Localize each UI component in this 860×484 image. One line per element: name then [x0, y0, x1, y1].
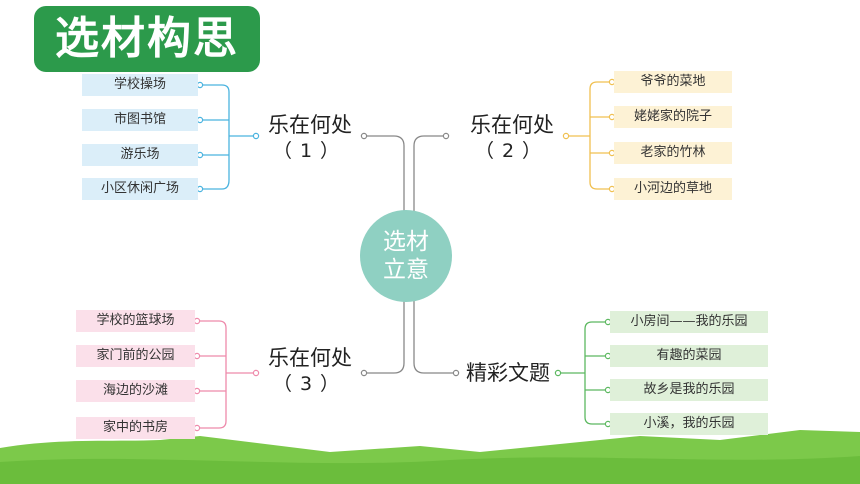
branch-1-label: 乐在何处 （1）	[258, 112, 362, 164]
center-line-1: 选材	[383, 229, 429, 255]
branch-3-number: （3）	[272, 373, 348, 395]
leaf-b3-1: 学校的篮球场	[76, 310, 195, 332]
center-node: 选材 立意	[360, 210, 452, 302]
leaf-b2-1: 爷爷的菜地	[614, 71, 732, 93]
leaf-b3-2: 家门前的公园	[76, 345, 195, 367]
leaf-b4-2: 有趣的菜园	[610, 345, 768, 367]
leaf-b4-4: 小溪，我的乐园	[610, 413, 768, 435]
leaf-b1-2: 市图书馆	[82, 109, 198, 131]
leaf-b4-3: 故乡是我的乐园	[610, 379, 768, 401]
branch-4-label: 精彩文题	[458, 360, 558, 386]
leaf-b2-4: 小河边的草地	[614, 178, 732, 200]
branch-2-connectors	[566, 81, 612, 190]
leaf-b2-2: 姥姥家的院子	[614, 106, 732, 128]
slide-title: 选材构思	[34, 6, 260, 72]
branch-2-label: 乐在何处 （2）	[460, 112, 564, 164]
branch-4-title: 精彩文题	[466, 361, 550, 385]
branch-2-title: 乐在何处	[470, 113, 554, 137]
leaf-b1-3: 游乐场	[82, 144, 198, 166]
branch-3-label: 乐在何处 （3）	[258, 345, 362, 397]
leaf-b3-4: 家中的书房	[76, 417, 195, 439]
trunk-b2	[413, 135, 446, 222]
branch-1-connectors	[200, 84, 256, 190]
branch-3-title: 乐在何处	[268, 346, 352, 370]
leaf-b1-1: 学校操场	[82, 74, 198, 96]
leaf-b1-4: 小区休闲广场	[82, 178, 198, 200]
branch-3-connectors	[197, 320, 256, 429]
branch-2-number: （2）	[474, 140, 550, 162]
leaf-b2-3: 老家的竹林	[614, 142, 732, 164]
branch-1-title: 乐在何处	[268, 113, 352, 137]
branch-1-number: （1）	[272, 140, 348, 162]
leaf-b4-1: 小房间——我的乐园	[610, 311, 768, 333]
trunk-b4	[413, 292, 456, 374]
leaf-b3-3: 海边的沙滩	[76, 380, 195, 402]
trunk-b3	[364, 292, 405, 374]
trunk-b1	[364, 135, 405, 222]
branch-4-connectors	[558, 321, 608, 425]
center-line-2: 立意	[383, 257, 429, 283]
grass-highlight	[0, 456, 860, 484]
